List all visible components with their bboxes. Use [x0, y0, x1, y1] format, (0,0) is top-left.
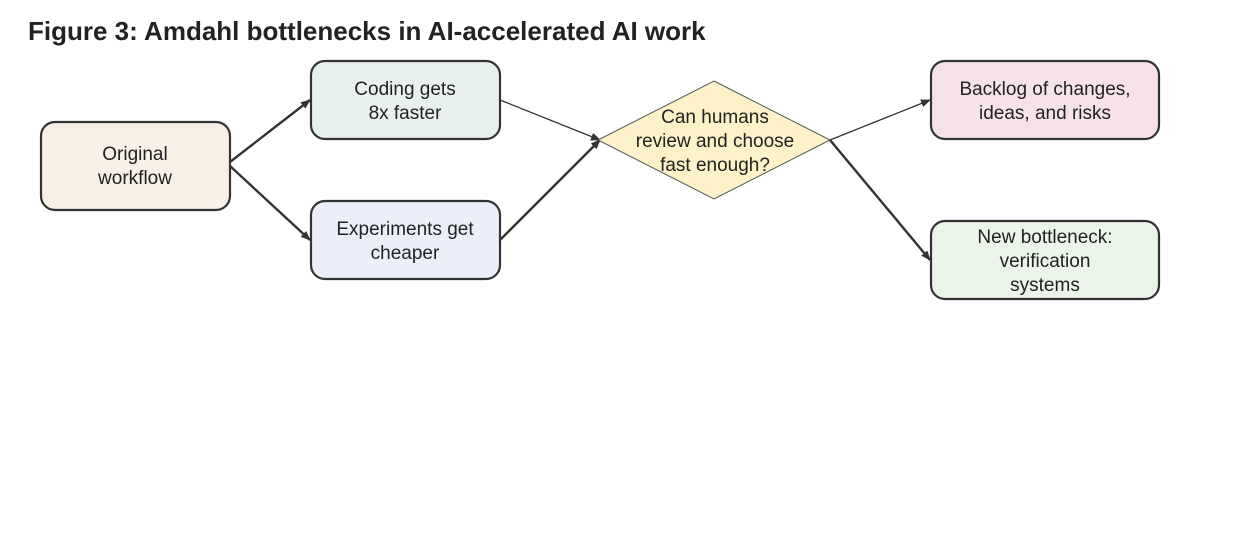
arrow-decision-to-bottleneck [829, 139, 931, 261]
arrow-original-to-experiments [229, 165, 311, 241]
node-decision-line-3: fast enough? [660, 155, 770, 176]
node-decision-line-1: Can humans [661, 107, 769, 128]
node-backlog-line-2: ideas, and risks [979, 103, 1111, 124]
arrow-original-to-coding [229, 99, 311, 163]
arrow-coding-to-decision [499, 99, 601, 141]
node-backlog-line-1: Backlog of changes, [959, 79, 1130, 100]
figure-title: Figure 3: Amdahl bottlenecks in AI-accel… [28, 16, 706, 46]
arrow-decision-to-backlog [829, 99, 931, 141]
node-coding-line-1: Coding gets [354, 79, 455, 100]
node-bottleneck-line-1: New bottleneck: [977, 227, 1112, 248]
node-experiments-box [309, 199, 502, 281]
node-backlog: Backlog of changes, ideas, and risks [929, 59, 1161, 141]
node-bottleneck-box [929, 219, 1161, 301]
arrow-experiments-to-decision [499, 139, 601, 241]
node-original-line-1: Original [102, 144, 167, 165]
node-original-workflow: Original workflow [39, 120, 232, 212]
node-original-line-2: workflow [97, 168, 172, 189]
node-coding-box [309, 59, 502, 141]
node-bottleneck-line-3: systems [1010, 275, 1080, 296]
node-decision-diamond [596, 80, 832, 200]
node-original-box [39, 120, 232, 212]
node-bottleneck-line-2: verification [1000, 251, 1091, 272]
node-coding-line-2: 8x faster [369, 103, 443, 124]
node-experiments-line-1: Experiments get [336, 219, 474, 240]
node-experiments-cheaper: Experiments get cheaper [309, 199, 502, 281]
node-decision-line-2: review and choose [636, 131, 794, 152]
node-coding-gets-faster: Coding gets 8x faster [309, 59, 502, 141]
node-new-bottleneck: New bottleneck: verification systems [929, 219, 1161, 301]
node-decision-review: Can humans review and choose fast enough… [596, 80, 832, 200]
node-experiments-line-2: cheaper [371, 243, 440, 264]
node-backlog-box [929, 59, 1161, 141]
